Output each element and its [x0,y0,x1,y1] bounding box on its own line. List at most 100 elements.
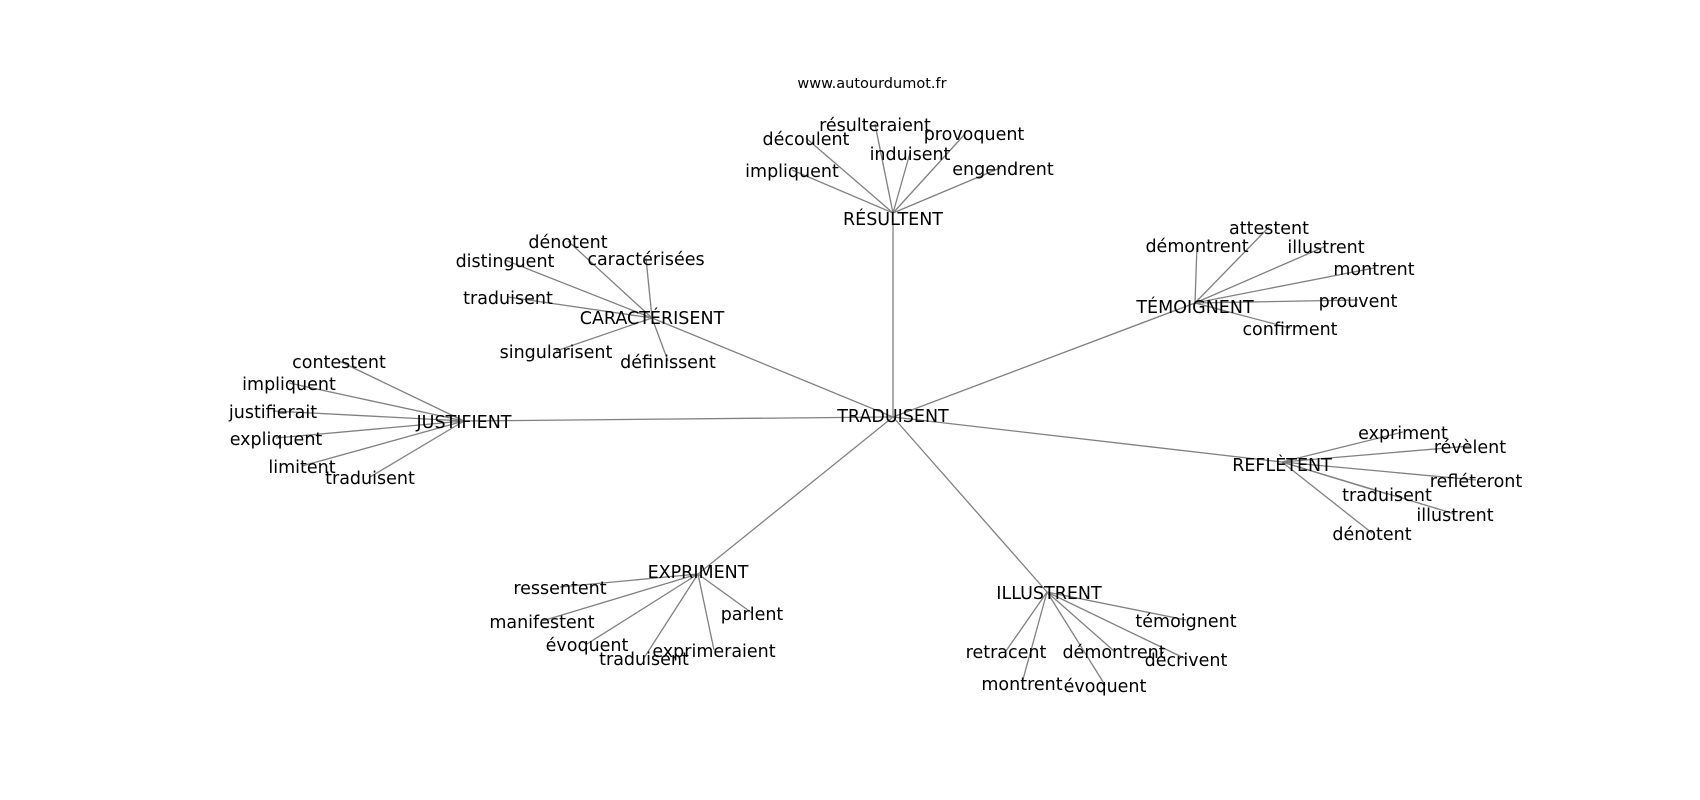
hub-node-resultent[interactable]: RÉSULTENT [843,208,943,230]
edge-expriment-2 [697,573,753,614]
edge-temoignent-2 [1194,245,1327,304]
leaf-node-expriment[interactable]: exprimeraient [652,642,775,662]
edge-justifient-5 [369,420,465,478]
labels-layer: TRADUISENT RÉSULTENT résulteraientdécoulen… [228,116,1522,697]
edge-caracterisent-3 [507,296,653,319]
edge-refletent-1 [1281,445,1471,463]
leaf-node-expriment[interactable]: manifestent [489,613,594,633]
edge-illustrent-5 [1046,591,1106,686]
edge-resultent-5 [892,167,1001,214]
leaf-node-caracterisent[interactable]: traduisent [463,289,553,309]
edge-justifient-3 [275,420,465,439]
leaf-node-temoignent[interactable]: démontrent [1145,237,1248,257]
leaf-node-illustrent[interactable]: décrivent [1145,651,1228,671]
leaf-node-illustrent[interactable]: évoquent [1064,677,1147,697]
leaf-node-caracterisent[interactable]: définissent [620,353,716,373]
leaf-node-resultent[interactable]: engendrent [952,160,1054,180]
leaf-node-refletent[interactable]: refléteront [1430,472,1523,492]
leaf-node-caracterisent[interactable]: caractérisées [587,250,704,270]
leaf-node-caracterisent[interactable]: distinguent [456,252,555,272]
edge-temoignent-3 [1194,267,1375,304]
hub-node-refletent[interactable]: REFLÈTENT [1232,454,1332,476]
leaf-node-illustrent[interactable]: montrent [981,675,1062,695]
edge-refletent-2 [1281,461,1477,481]
leaf-node-caracterisent[interactable]: singularisent [500,343,613,363]
edge-temoignent-0 [1194,226,1270,304]
edge-temoignent-1 [1194,244,1198,304]
leaf-node-resultent[interactable]: induisent [870,145,951,165]
root-node[interactable]: TRADUISENT [836,407,949,427]
leaf-node-temoignent[interactable]: attestent [1229,219,1309,239]
edge-justifient-1 [288,382,465,422]
edge-root-refletent [892,416,1283,463]
edge-resultent-2 [892,133,966,214]
leaf-node-illustrent[interactable]: retracent [966,643,1047,663]
edge-expriment-1 [541,573,699,622]
leaf-node-temoignent[interactable]: prouvent [1319,292,1398,312]
leaf-node-refletent[interactable]: dénotent [1332,525,1411,545]
edges-layer [272,123,1477,686]
hub-node-illustrent[interactable]: ILLUSTRENT [996,584,1102,604]
edge-caracterisent-0 [567,240,653,319]
leaf-node-illustrent[interactable]: témoignent [1135,612,1236,632]
edge-temoignent-5 [1194,302,1291,329]
edge-resultent-1 [805,137,894,214]
edge-expriment-5 [697,573,715,651]
edge-illustrent-1 [1005,591,1048,652]
leaf-node-temoignent[interactable]: confirment [1242,320,1337,340]
edge-root-expriment [697,416,894,575]
leaf-node-justifient[interactable]: contestent [292,353,386,373]
source-credit: www.autourdumot.fr [797,76,946,92]
hub-node-caracterisent[interactable]: CARACTÉRISENT [580,307,725,329]
leaf-node-justifient[interactable]: traduisent [325,469,415,489]
leaf-node-temoignent[interactable]: montrent [1333,260,1414,280]
hub-node-justifient[interactable]: JUSTIFIENT [416,413,512,433]
leaf-node-refletent[interactable]: révèlent [1434,438,1506,458]
leaf-node-refletent[interactable]: traduisent [1342,486,1432,506]
hub-node-temoignent[interactable]: TÉMOIGNENT [1135,296,1254,318]
leaf-node-resultent[interactable]: découlent [763,130,850,150]
leaf-node-expriment[interactable]: traduisent [599,650,689,670]
edge-root-illustrent [892,416,1048,593]
edge-resultent-0 [874,123,894,214]
leaf-node-expriment[interactable]: évoquent [546,636,629,656]
edge-illustrent-4 [1021,591,1048,684]
leaf-node-refletent[interactable]: expriment [1358,424,1448,444]
leaf-node-justifient[interactable]: impliquent [242,375,336,395]
leaf-node-justifient[interactable]: expliquent [230,430,323,450]
leaf-node-resultent[interactable]: impliquent [745,162,839,182]
edge-caracterisent-1 [504,259,653,319]
edge-caracterisent-4 [555,317,653,352]
edge-refletent-4 [1281,461,1456,515]
leaf-node-justifient[interactable]: justifierait [228,403,317,423]
leaf-node-justifient[interactable]: limitent [268,458,335,478]
edge-justifient-2 [272,410,465,422]
edge-temoignent-4 [1194,299,1359,304]
leaf-node-expriment[interactable]: parlent [721,605,784,625]
edge-root-caracterisent [651,317,894,418]
edge-root-justifient [463,416,894,422]
edge-caracterisent-2 [645,257,653,319]
leaf-node-temoignent[interactable]: illustrent [1287,238,1364,258]
leaf-node-illustrent[interactable]: démontrent [1062,643,1165,663]
edge-expriment-0 [559,573,699,588]
leaf-node-refletent[interactable]: illustrent [1416,506,1493,526]
edge-refletent-5 [1281,461,1373,534]
edge-resultent-4 [791,169,894,214]
hub-node-expriment[interactable]: EXPRIMENT [648,563,749,583]
edge-expriment-3 [586,573,699,645]
edge-illustrent-3 [1046,591,1187,660]
edge-root-temoignent [892,302,1196,418]
edge-resultent-3 [892,152,911,214]
leaf-node-resultent[interactable]: provoquent [924,125,1025,145]
edge-justifient-0 [338,360,465,422]
edge-justifient-4 [301,420,465,467]
edge-caracterisent-5 [651,317,669,362]
edge-illustrent-0 [1046,591,1187,621]
leaf-node-caracterisent[interactable]: dénotent [528,233,607,253]
edge-illustrent-2 [1046,591,1115,652]
edge-expriment-4 [643,573,699,659]
leaf-node-resultent[interactable]: résulteraient [819,116,931,136]
leaf-node-expriment[interactable]: ressentent [513,579,606,599]
